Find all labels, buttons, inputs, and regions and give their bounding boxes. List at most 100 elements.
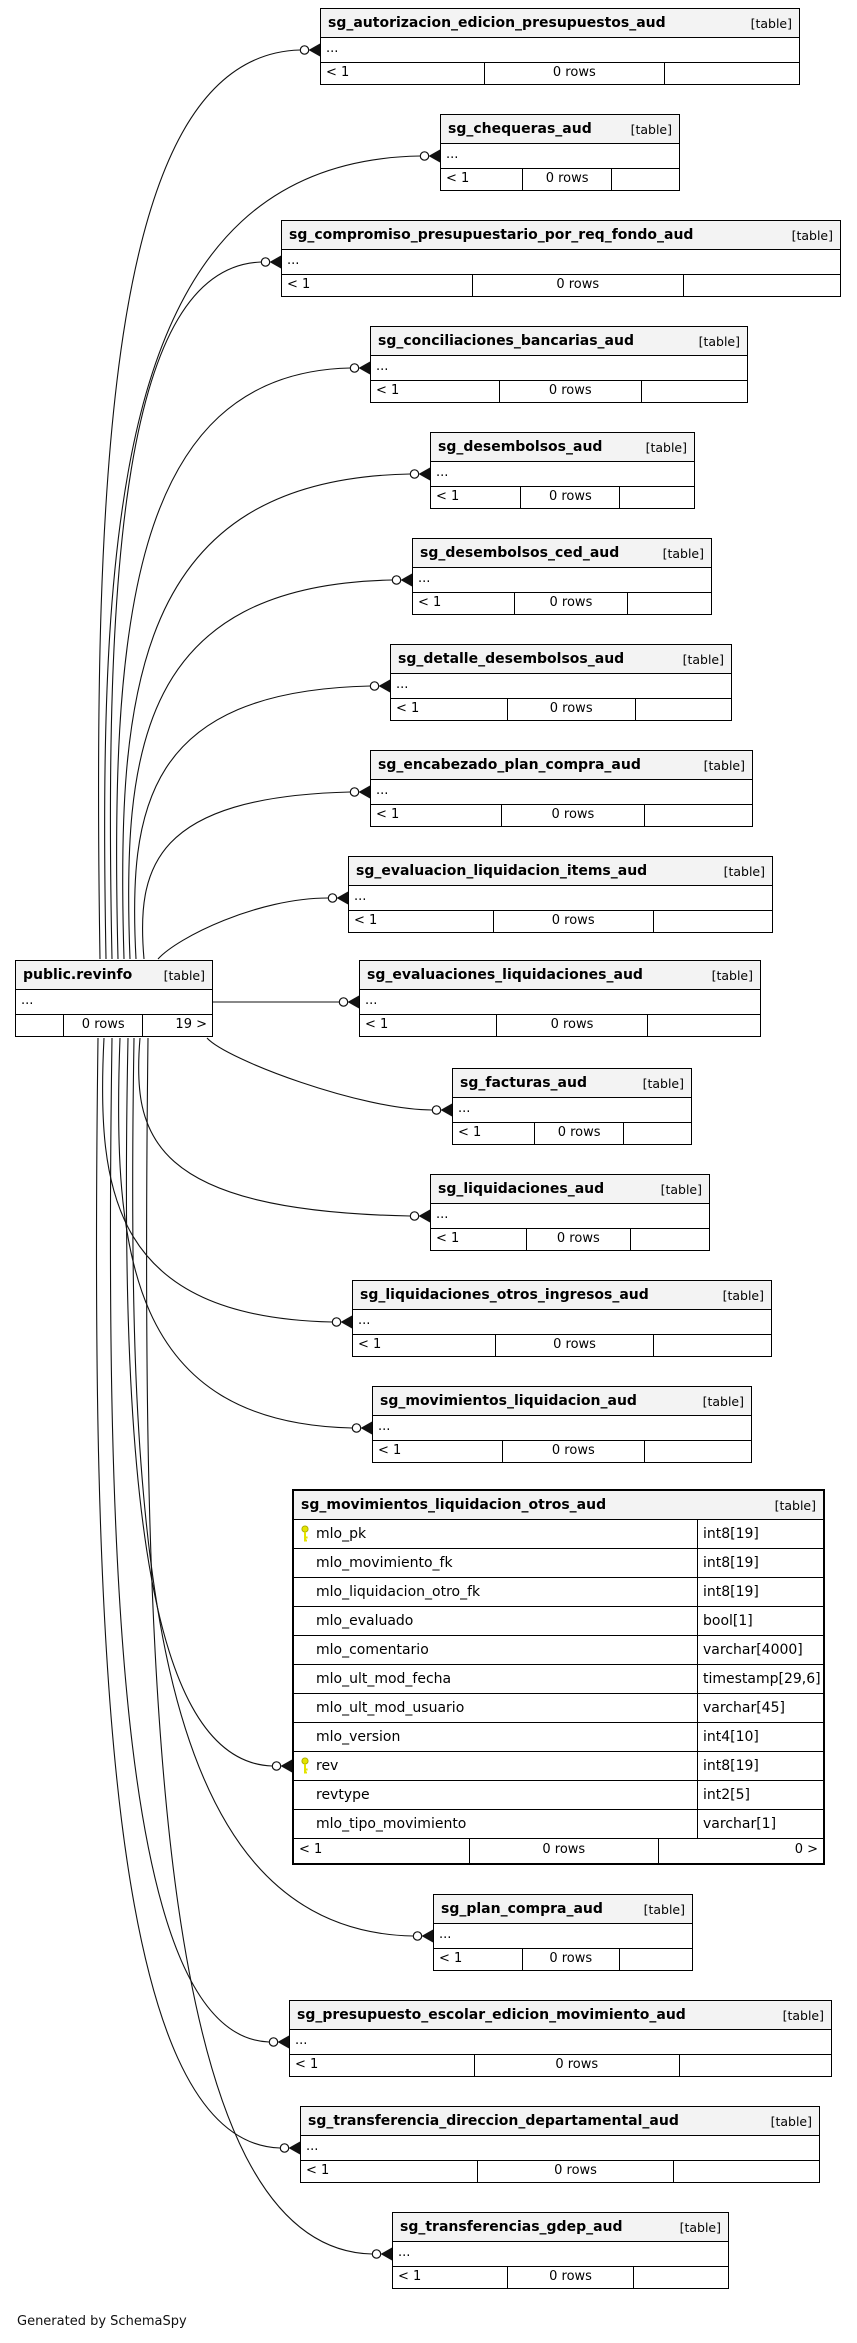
table-node-sg_presupuesto_escolar_edicion_movimiento_aud[interactable]: sg_presupuesto_escolar_edicion_movimient… bbox=[289, 2000, 832, 2077]
column-type: timestamp[29,6] bbox=[697, 1665, 823, 1693]
table-type-badge: [table] bbox=[630, 121, 672, 137]
table-node-sg_compromiso_presupuestario_por_req_fondo_aud[interactable]: sg_compromiso_presupuestario_por_req_fon… bbox=[281, 220, 841, 297]
crow-foot-many-icon bbox=[340, 1315, 352, 1329]
collapsed-columns-ellipsis: ... bbox=[431, 1204, 709, 1229]
crow-foot-many-icon bbox=[378, 679, 390, 693]
table-name[interactable]: sg_presupuesto_escolar_edicion_movimient… bbox=[297, 2007, 686, 2023]
footer-row-count: 0 rows bbox=[473, 2055, 680, 2076]
footer-children-count: < 1 bbox=[376, 807, 400, 822]
cardinality-zero-dot bbox=[409, 1211, 420, 1221]
table-node-sg_evaluacion_liquidacion_items_aud[interactable]: sg_evaluacion_liquidacion_items_aud [tab… bbox=[348, 856, 773, 933]
table-node-sg_chequeras_aud[interactable]: sg_chequeras_aud [table] ... < 1 0 rows bbox=[440, 114, 680, 191]
edge-line bbox=[122, 473, 411, 960]
table-name[interactable]: public.revinfo bbox=[23, 967, 133, 983]
table-name[interactable]: sg_conciliaciones_bancarias_aud bbox=[378, 333, 634, 349]
footer-children-count: < 1 bbox=[436, 489, 460, 504]
table-type-badge: [table] bbox=[679, 2219, 721, 2235]
column-type: int8[19] bbox=[697, 1578, 823, 1606]
collapsed-columns-ellipsis: ... bbox=[301, 2136, 819, 2161]
table-type-badge: [table] bbox=[722, 1287, 764, 1303]
table-name[interactable]: sg_movimientos_liquidacion_aud bbox=[380, 1393, 637, 1409]
collapsed-columns-ellipsis: ... bbox=[360, 990, 760, 1015]
table-node-sg_facturas_aud[interactable]: sg_facturas_aud [table] ... < 1 0 rows bbox=[452, 1068, 692, 1145]
collapsed-columns-ellipsis: ... bbox=[16, 990, 212, 1015]
column-name: mlo_ult_mod_fecha bbox=[316, 1671, 452, 1687]
table-name[interactable]: sg_facturas_aud bbox=[460, 1075, 587, 1091]
collapsed-columns-ellipsis: ... bbox=[371, 356, 747, 381]
edge-line bbox=[141, 791, 351, 960]
footer-row-count: 0 rows bbox=[501, 1441, 646, 1462]
table-node-sg_autorizacion_edicion_presupuestos_aud[interactable]: sg_autorizacion_edicion_presupuestos_aud… bbox=[320, 8, 800, 85]
collapsed-columns-ellipsis: ... bbox=[391, 674, 731, 699]
table-node-sg_detalle_desembolsos_aud[interactable]: sg_detalle_desembolsos_aud [table] ... <… bbox=[390, 644, 732, 721]
table-node-sg_transferencias_gdep_aud[interactable]: sg_transferencias_gdep_aud [table] ... <… bbox=[392, 2212, 729, 2289]
footer-row-count: 0 rows bbox=[521, 1949, 620, 1970]
crow-foot-many-icon bbox=[421, 1929, 433, 1943]
table-node-sg_movimientos_liquidacion_otros_aud[interactable]: sg_movimientos_liquidacion_otros_aud [ta… bbox=[292, 1489, 825, 1865]
table-name[interactable]: sg_evaluacion_liquidacion_items_aud bbox=[356, 863, 648, 879]
collapsed-columns-ellipsis: ... bbox=[434, 1924, 692, 1949]
table-node-sg_encabezado_plan_compra_aud[interactable]: sg_encabezado_plan_compra_aud [table] ..… bbox=[370, 750, 753, 827]
table-node-sg_liquidaciones_otros_ingresos_aud[interactable]: sg_liquidaciones_otros_ingresos_aud [tab… bbox=[352, 1280, 772, 1357]
table-type-badge: [table] bbox=[662, 545, 704, 561]
collapsed-columns-ellipsis: ... bbox=[282, 250, 840, 275]
footer-parents-count bbox=[634, 2267, 728, 2288]
primary-key-icon bbox=[301, 1757, 309, 1774]
table-name[interactable]: sg_transferencia_direccion_departamental… bbox=[308, 2113, 679, 2129]
cardinality-zero-dot bbox=[371, 2249, 382, 2259]
table-name[interactable]: sg_plan_compra_aud bbox=[441, 1901, 603, 1917]
table-node-sg_movimientos_liquidacion_aud[interactable]: sg_movimientos_liquidacion_aud [table] .… bbox=[372, 1386, 752, 1463]
table-node-sg_evaluaciones_liquidaciones_aud[interactable]: sg_evaluaciones_liquidaciones_aud [table… bbox=[359, 960, 761, 1037]
table-name[interactable]: sg_liquidaciones_otros_ingresos_aud bbox=[360, 1287, 649, 1303]
table-type-badge: [table] bbox=[791, 227, 833, 243]
footer-children-count: < 1 bbox=[299, 1842, 323, 1857]
footer-children-count: < 1 bbox=[326, 65, 350, 80]
table-node-sg_desembolsos_ced_aud[interactable]: sg_desembolsos_ced_aud [table] ... < 1 0… bbox=[412, 538, 712, 615]
table-node-sg_liquidaciones_aud[interactable]: sg_liquidaciones_aud [table] ... < 1 0 r… bbox=[430, 1174, 710, 1251]
collapsed-columns-ellipsis: ... bbox=[431, 462, 694, 487]
table-node-sg_desembolsos_aud[interactable]: sg_desembolsos_aud [table] ... < 1 0 row… bbox=[430, 432, 695, 509]
collapsed-columns-ellipsis: ... bbox=[441, 144, 679, 169]
table-name[interactable]: sg_transferencias_gdep_aud bbox=[400, 2219, 623, 2235]
footer-parents-count: 19 > bbox=[175, 1017, 207, 1032]
table-name[interactable]: sg_movimientos_liquidacion_otros_aud bbox=[301, 1497, 607, 1513]
table-node-sg_plan_compra_aud[interactable]: sg_plan_compra_aud [table] ... < 1 0 row… bbox=[433, 1894, 693, 1971]
column-type: int8[19] bbox=[697, 1549, 823, 1577]
footer-parents-count bbox=[674, 2161, 819, 2182]
column-name: mlo_liquidacion_otro_fk bbox=[316, 1584, 481, 1600]
column-type: int8[19] bbox=[697, 1520, 823, 1548]
table-node-public-revinfo[interactable]: public.revinfo [table] ... 0 rows 19 > bbox=[15, 960, 213, 1037]
footer-parents-count bbox=[620, 1949, 692, 1970]
cardinality-zero-dot bbox=[279, 2143, 290, 2153]
table-name[interactable]: sg_desembolsos_ced_aud bbox=[420, 545, 620, 561]
table-type-badge: [table] bbox=[702, 1393, 744, 1409]
table-name[interactable]: sg_encabezado_plan_compra_aud bbox=[378, 757, 641, 773]
table-name[interactable]: sg_detalle_desembolsos_aud bbox=[398, 651, 625, 667]
table-node-sg_conciliaciones_bancarias_aud[interactable]: sg_conciliaciones_bancarias_aud [table] … bbox=[370, 326, 748, 403]
footer-row-count: 0 rows bbox=[521, 169, 613, 190]
edge-line bbox=[95, 1037, 281, 2149]
table-name[interactable]: sg_liquidaciones_aud bbox=[438, 1181, 605, 1197]
cardinality-zero-dot bbox=[338, 997, 349, 1007]
footer-children-count: < 1 bbox=[396, 701, 420, 716]
crow-foot-many-icon bbox=[358, 785, 370, 799]
fk-edge-16 bbox=[95, 1037, 300, 2155]
table-name[interactable]: sg_autorizacion_edicion_presupuestos_aud bbox=[328, 15, 666, 31]
edge-line bbox=[157, 897, 329, 960]
footer-parents-count bbox=[624, 1123, 691, 1144]
footer-row-count: 0 rows bbox=[525, 1229, 632, 1250]
footer-row-count: 0 rows bbox=[477, 2161, 674, 2182]
table-name[interactable]: sg_chequeras_aud bbox=[448, 121, 592, 137]
table-name[interactable]: sg_evaluaciones_liquidaciones_aud bbox=[367, 967, 643, 983]
footer-parents-count: 0 > bbox=[794, 1842, 818, 1857]
column-name: mlo_version bbox=[316, 1729, 401, 1745]
footer-children-count: < 1 bbox=[398, 2269, 422, 2284]
table-name[interactable]: sg_compromiso_presupuestario_por_req_fon… bbox=[289, 227, 694, 243]
table-node-sg_transferencia_direccion_departamental_aud[interactable]: sg_transferencia_direccion_departamental… bbox=[300, 2106, 820, 2183]
fk-edge-10 bbox=[206, 1037, 452, 1117]
table-type-badge: [table] bbox=[163, 967, 205, 983]
table-name[interactable]: sg_desembolsos_aud bbox=[438, 439, 603, 455]
crow-foot-many-icon bbox=[380, 2247, 392, 2261]
cardinality-zero-dot bbox=[351, 1423, 362, 1433]
